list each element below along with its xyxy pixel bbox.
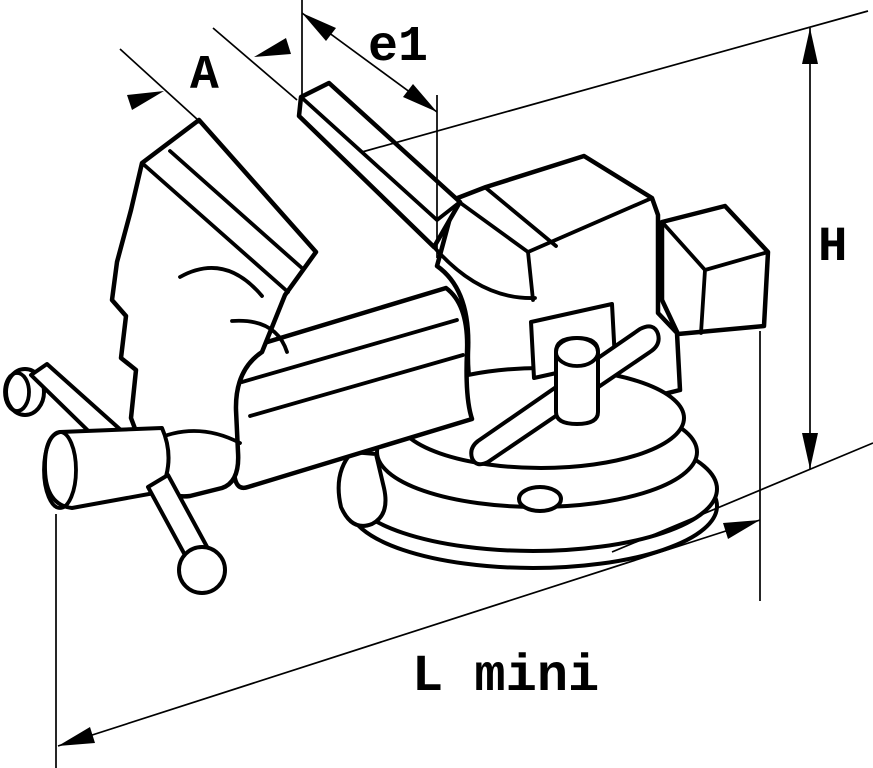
screw-hub-face [42, 430, 78, 510]
dimension-label-h: H [818, 219, 847, 275]
dimension-line-l [57, 519, 761, 747]
vise-body-cutout-curve [432, 245, 537, 300]
arrowhead-l-right [723, 520, 760, 539]
handle-ball [177, 545, 227, 595]
arrowhead-a-right [254, 38, 291, 57]
screw-hex-end-edges [660, 220, 770, 335]
extension-line-a-right [212, 27, 298, 101]
lock-handle-post-top [554, 336, 600, 368]
slide-beam-way-lines [240, 318, 465, 418]
arrowhead-l-left [58, 727, 95, 746]
vise-body-front-edge [526, 250, 535, 302]
extension-line-h-top [361, 10, 869, 153]
extension-line-h-bottom [611, 442, 873, 553]
extension-line-a-left [119, 48, 199, 121]
rear-jaw-bevel-line [484, 186, 558, 248]
screw-hex-end [659, 203, 771, 337]
movable-jaw [109, 117, 319, 499]
dimension-label-a: A [190, 49, 219, 103]
movable-jaw-chamfer [168, 149, 305, 271]
dimension-label-e1: e1 [368, 19, 428, 76]
handle-end-disc-face [3, 371, 31, 413]
clamp-bracket [336, 450, 388, 528]
dimension-label-l-mini: L mini [412, 647, 599, 706]
lock-handle-post [554, 336, 600, 426]
arrowhead-e1-bottom [403, 84, 437, 112]
arrowhead-e1-top [302, 13, 336, 41]
dimension-annotations: A e1 H L mini [55, 0, 873, 768]
movable-jaw-top-edge [140, 161, 290, 294]
arrowhead-h-bottom [802, 433, 818, 469]
arrowhead-h-top [802, 28, 818, 64]
fixed-jaw [296, 80, 463, 250]
screw-hub [42, 426, 171, 510]
arrowhead-a-left [127, 91, 164, 110]
base-bolt-hole [517, 485, 563, 513]
vise-drawing [3, 80, 771, 595]
